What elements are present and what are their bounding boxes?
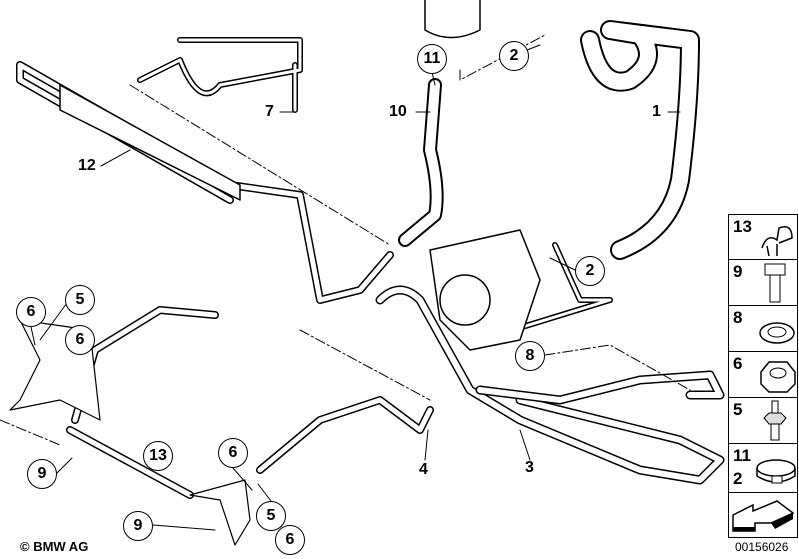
stud-icon: [763, 400, 787, 441]
callout-2: 2: [499, 41, 529, 71]
legend-item-8: 8: [728, 305, 798, 352]
legend-label: 13: [733, 217, 752, 236]
callout-6: 6: [275, 525, 305, 555]
legend-item-6: 6: [728, 351, 798, 398]
legend-item-5: 5: [728, 397, 798, 444]
hose-clip-icon: [761, 226, 793, 257]
callout-6: 6: [218, 438, 248, 468]
callout-4: 4: [419, 461, 428, 478]
legend-label: 2: [733, 469, 743, 488]
callout-6: 6: [65, 325, 95, 355]
callout-13: 13: [143, 441, 173, 471]
legend-item-9: 9: [728, 259, 798, 306]
legend-label: 8: [733, 308, 743, 327]
image-id: 00156026: [735, 540, 789, 554]
callout-3: 3: [525, 459, 534, 476]
callout-7: 7: [265, 103, 274, 120]
legend-label: 11: [733, 446, 751, 465]
callout-10: 10: [389, 103, 407, 120]
direction-arrow-icon: [732, 500, 795, 532]
callout-5: 5: [256, 501, 286, 531]
bracket-right: [189, 479, 251, 546]
callout-12: 12: [78, 157, 96, 174]
reservoir: [424, 0, 481, 39]
callout-6: 6: [16, 297, 46, 327]
callout-1: 1: [652, 103, 661, 120]
legend-label: 9: [733, 262, 743, 281]
callout-11: 11: [417, 44, 447, 74]
legend-item-13: 13: [728, 214, 798, 260]
callout-5: 5: [65, 285, 95, 315]
callout-9: 9: [123, 511, 153, 541]
legend-label: 5: [733, 400, 743, 419]
copyright: © BMW AG: [20, 539, 89, 554]
callout-8: 8: [515, 341, 545, 371]
legend-label: 6: [733, 354, 743, 373]
callout-9: 9: [27, 459, 57, 489]
callout-2: 2: [575, 256, 605, 286]
bolt-icon: [764, 263, 786, 303]
hose-clamp-icon: [756, 459, 796, 484]
legend-item-11-2: 11 2: [728, 443, 798, 493]
legend-arrow-box: [728, 492, 798, 538]
washer-icon: [759, 322, 795, 344]
hex-nut-icon: [760, 361, 796, 393]
